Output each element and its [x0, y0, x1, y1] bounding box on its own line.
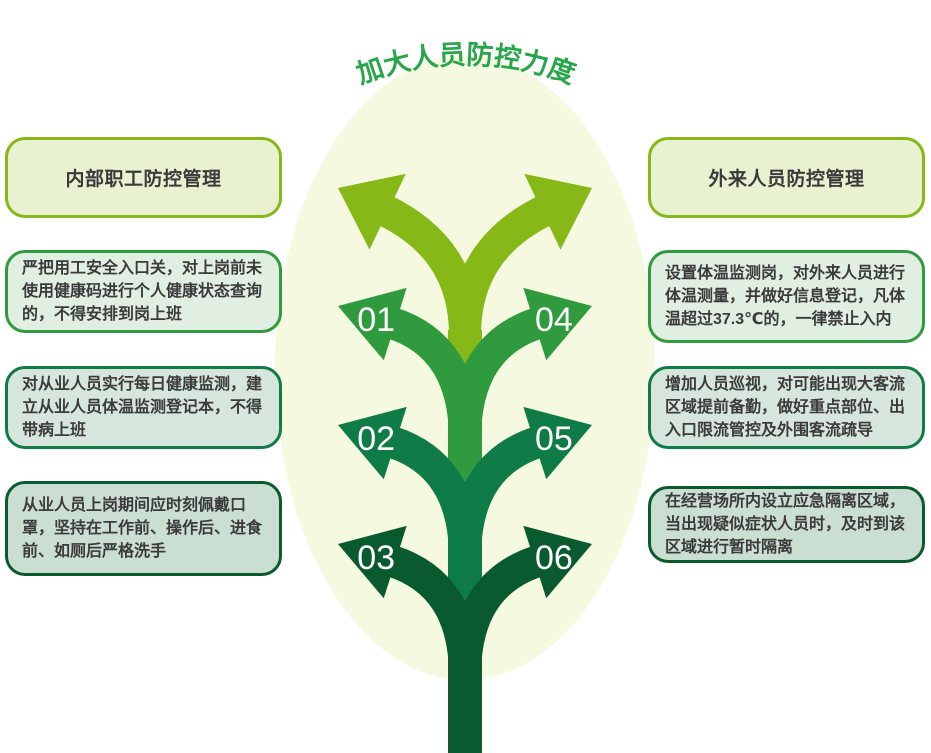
branch-shaft-right-1 — [449, 307, 544, 441]
tree-number-labels: 01 02 03 04 05 06 — [357, 301, 573, 577]
left-item-text-02: 对从业人员实行每日健康监测，建立从业人员体温监测登记本，不得带病上班 — [22, 376, 263, 439]
arrowhead-right-2 — [523, 406, 592, 480]
arrowhead-left-2 — [338, 406, 407, 480]
arrowhead-right-top — [524, 173, 592, 250]
number-label-06: 06 — [535, 539, 573, 577]
right-header-label: 外来人员防控管理 — [708, 169, 865, 190]
left-header-label: 内部职工防控管理 — [65, 169, 222, 190]
right-item-text-04: 设置体温监测岗，对外来人员进行体温测量，并做好信息登记，凡体温超过37.3℃的，… — [665, 265, 906, 328]
number-label-05: 05 — [535, 420, 573, 458]
left-item-text-01: 严把用工安全入口关，对上岗前未使用健康码进行个人健康状态查询的，不得安排到岗上班 — [22, 260, 263, 323]
right-item-box-06: 在经营场所内设立应急隔离区域，当出现疑似症状人员时，及时到该区域进行暂时隔离 — [648, 486, 925, 563]
arrowhead-left-1 — [338, 287, 407, 361]
left-item-box-01: 严把用工安全入口关，对上岗前未使用健康码进行个人健康状态查询的，不得安排到岗上班 — [5, 250, 282, 333]
branch-shaft-right-top — [449, 195, 554, 336]
arrowhead-right-1 — [523, 287, 592, 361]
right-item-text-05: 增加人员巡视，对可能出现大客流区域提前备勤，做好重点部位、出入口限流管控及外围客… — [665, 376, 906, 439]
right-item-box-04: 设置体温监测岗，对外来人员进行体温测量，并做好信息登记，凡体温超过37.3℃的，… — [648, 250, 925, 343]
number-label-01: 01 — [357, 301, 395, 339]
arrowhead-left-3 — [338, 525, 407, 599]
number-label-03: 03 — [357, 539, 395, 577]
left-item-box-02: 对从业人员实行每日健康监测，建立从业人员体温监测登记本，不得带病上班 — [5, 366, 282, 449]
branch-shaft-right-3 — [449, 545, 544, 677]
right-item-box-05: 增加人员巡视，对可能出现大客流区域提前备勤，做好重点部位、出入口限流管控及外围客… — [648, 366, 925, 449]
right-header-box: 外来人员防控管理 — [648, 137, 925, 218]
left-header-box: 内部职工防控管理 — [5, 137, 282, 218]
number-label-02: 02 — [357, 420, 395, 458]
arrowhead-left-top — [338, 173, 406, 250]
right-item-text-06: 在经营场所内设立应急隔离区域，当出现疑似症状人员时，及时到该区域进行暂时隔离 — [665, 493, 906, 556]
left-item-text-03: 从业人员上岗期间应时刻佩戴口罩，坚持在工作前、操作后、进食前、如厕后严格洗手 — [22, 497, 263, 560]
branch-shaft-right-2 — [449, 426, 544, 559]
tree-branches — [338, 173, 592, 753]
number-label-04: 04 — [535, 301, 573, 339]
left-item-box-03: 从业人员上岗期间应时刻佩戴口罩，坚持在工作前、操作后、进食前、如厕后严格洗手 — [5, 481, 282, 576]
arrowhead-right-3 — [523, 525, 592, 599]
